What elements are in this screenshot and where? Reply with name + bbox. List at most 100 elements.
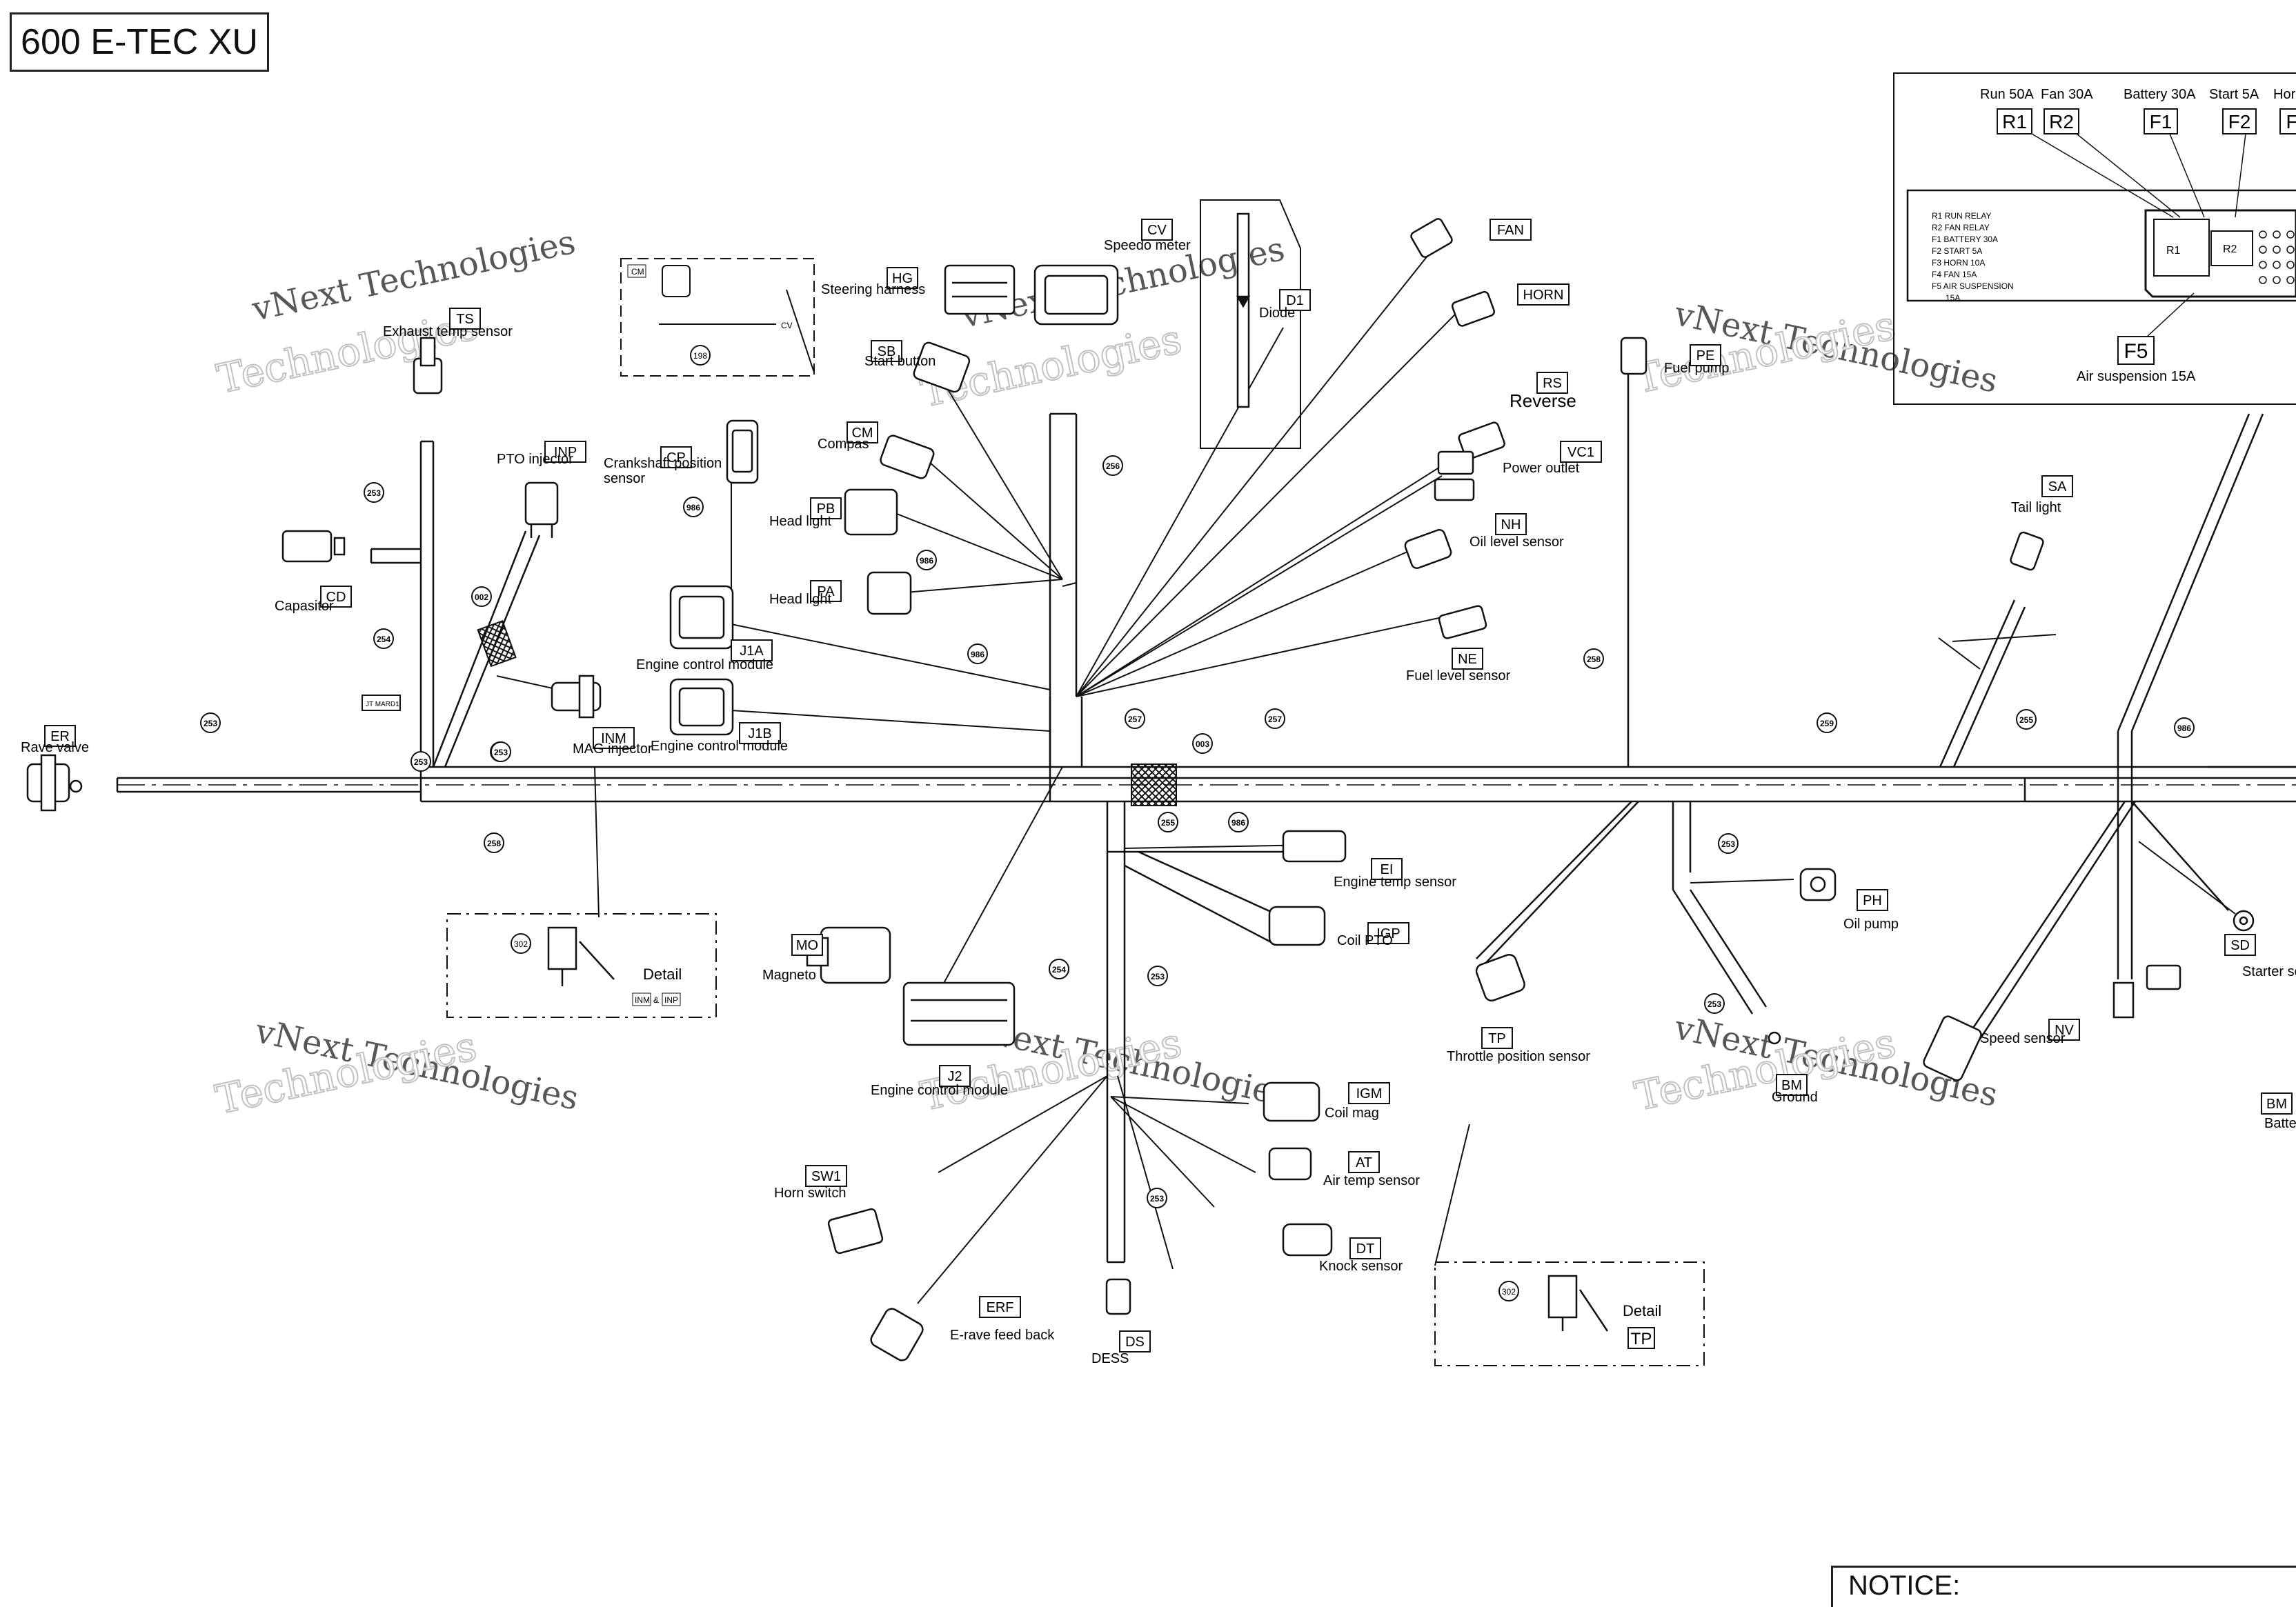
component-dt-29: DT Knock sensor: [1319, 1237, 1403, 1274]
part-marker: 986: [967, 643, 988, 664]
fuse-f-label: F: [2286, 111, 2296, 132]
harness-shield: [1131, 763, 1177, 806]
component-code: RS: [1543, 376, 1562, 391]
component-code: IGP: [1376, 926, 1400, 941]
page-title: 600 E-TEC XU: [10, 12, 269, 72]
component-label: Throttle position sensor: [1447, 1049, 1590, 1064]
part-marker: 253: [410, 751, 431, 772]
component-label: sensor: [604, 471, 645, 486]
component-label: Steering harness: [821, 282, 925, 297]
speed-sensor-icon: [1923, 1015, 1982, 1081]
component-label: Fuel pump: [1664, 361, 1730, 376]
component-label: Knock sensor: [1319, 1259, 1403, 1274]
component-code: CD: [326, 590, 346, 605]
component-label: Diode: [1259, 306, 1295, 321]
ecm-j1b-icon: [669, 678, 734, 736]
tail-light-connector-icon: [2010, 531, 2044, 571]
component-label: Coil mag: [1325, 1106, 1379, 1121]
component-code: HG: [892, 271, 913, 286]
detail-box-tp: [1434, 1261, 1705, 1366]
fuel-level-sensor-icon: [1438, 605, 1487, 639]
battery-ring-terminal-icon: [2233, 910, 2255, 932]
svg-text:CM: CM: [631, 267, 644, 277]
svg-text:F1 BATTERY 30A: F1 BATTERY 30A: [1932, 234, 1998, 244]
coil-mag-connector-icon: [1263, 1081, 1320, 1122]
svg-text:253: 253: [204, 719, 217, 728]
relay-r2-label: R2: [2049, 111, 2074, 132]
component-code: EI: [1380, 862, 1394, 877]
capasitor-icon: [281, 530, 346, 563]
fuse-f1-label: F1: [2150, 111, 2173, 132]
svg-text:986: 986: [686, 503, 700, 512]
component-label: Engine control module: [651, 739, 788, 754]
part-number-markers: 2532532542530022532532589869869862562572…: [200, 455, 2195, 1208]
svg-text:CV: CV: [781, 321, 793, 330]
component-code: INP: [554, 445, 577, 460]
component-label: Compas: [818, 437, 869, 452]
component-code: D1: [1286, 293, 1304, 308]
svg-text:253: 253: [1151, 972, 1165, 981]
component-label: Fuel level sensor: [1406, 668, 1511, 683]
svg-text:258: 258: [487, 839, 501, 848]
fuse-top-label: Fan 30A: [2041, 87, 2093, 102]
erave-feedback-icon: [870, 1308, 924, 1361]
component-label: E-rave feed back: [950, 1328, 1055, 1343]
component-code: BM: [2266, 1097, 2287, 1112]
component-label: PTO injector: [497, 452, 573, 467]
svg-text:253: 253: [1721, 839, 1735, 849]
component-code: BM: [1781, 1078, 1802, 1093]
component-code: TS: [456, 312, 474, 327]
component-code: DT: [1356, 1241, 1375, 1257]
component-label: Starter solenoid: [2242, 964, 2296, 979]
component-code: PE: [1696, 348, 1715, 363]
component-code: PB: [817, 501, 835, 517]
svg-text:986: 986: [2177, 723, 2191, 733]
svg-text:253: 253: [1150, 1194, 1164, 1204]
component-label: Start button: [864, 354, 936, 369]
component-code: SA: [2048, 479, 2067, 495]
mag-injector-icon: [551, 675, 602, 719]
watermark: vNext Technologies Technologies: [1630, 295, 2001, 403]
start-button-connector-icon: [913, 341, 971, 393]
svg-text:F5 AIR SUSPENSION: F5 AIR SUSPENSION: [1932, 281, 2014, 291]
svg-text:INP: INP: [664, 995, 678, 1005]
fuel-pump-connector-icon: [1620, 337, 1647, 375]
part-marker: 253: [1147, 966, 1168, 986]
relay-r2-inner: R2: [2223, 243, 2237, 255]
component-code: MO: [796, 938, 818, 953]
component-code: INM: [601, 731, 626, 746]
rave-valve-connector-icon: [26, 754, 83, 812]
fuse-legend: R1 RUN RELAY R2 FAN RELAY F1 BATTERY 30A…: [1932, 211, 2014, 303]
fuse-box: Run 50A Fan 30A Battery 30A Start 5A Hor…: [1893, 72, 2296, 405]
power-outlet-connector-icon: [1434, 450, 1475, 501]
component-label: Magneto: [762, 968, 816, 983]
svg-text:253: 253: [414, 757, 428, 767]
part-marker: 253: [1704, 993, 1725, 1014]
starter-solenoid-icon: [2112, 964, 2181, 1019]
component-label: Oil level sensor: [1469, 535, 1564, 550]
component-label: Oil pump: [1843, 917, 1899, 932]
jr-tag: JT MARD1: [366, 701, 399, 708]
svg-text:253: 253: [1708, 999, 1721, 1009]
part-marker: 258: [1583, 648, 1604, 669]
part-marker: 259: [1817, 712, 1837, 733]
part-marker: 986: [683, 497, 704, 517]
